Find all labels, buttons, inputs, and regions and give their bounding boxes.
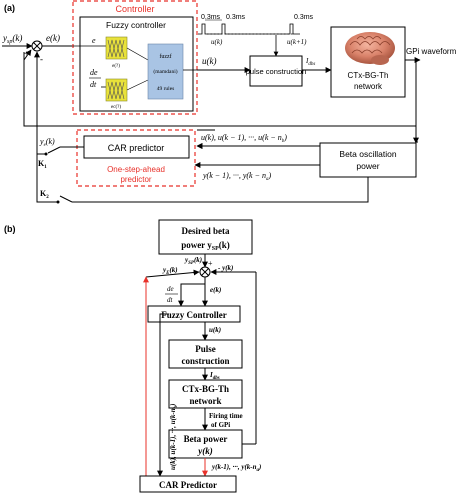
- desired-beta-box[interactable]: [158, 219, 253, 255]
- car-predictor-label: CAR predictor: [108, 143, 165, 153]
- mf-ec-caption: ec(?): [111, 105, 121, 110]
- car-predictor-box-b[interactable]: [139, 475, 237, 493]
- y-history-label-b: y(k-1), ···, y(k-na): [211, 463, 261, 473]
- network-label-line1: CTx-BG-Th: [348, 71, 389, 80]
- firing-line2: of GPi: [211, 421, 230, 429]
- rule-base-count: 49 rules: [157, 86, 175, 92]
- mf-e-to-rules: [126, 47, 149, 61]
- mf-input-de: de: [90, 68, 98, 77]
- net-line2-b: network: [190, 396, 222, 406]
- beta-power-box-b[interactable]: [168, 429, 243, 459]
- car-dashed-label-2: predictor: [120, 175, 151, 184]
- desired-beta-line1: Desired beta: [181, 226, 230, 236]
- plus-sign-b: +: [208, 259, 213, 268]
- idbs-label-a: Idbs: [305, 57, 315, 67]
- beta-line1-b: Beta power: [184, 434, 228, 444]
- panel-a-label: (a): [4, 3, 15, 13]
- sum-minus-sign: -: [40, 54, 43, 64]
- controller-title: Controller: [115, 4, 154, 14]
- mf-input-dt: dt: [90, 80, 97, 89]
- beta-to-k2-wire: [320, 177, 369, 203]
- ye-into-sum: [145, 269, 200, 278]
- error-label: e(k): [46, 33, 60, 43]
- switch-k2[interactable]: [56, 195, 73, 204]
- pulse-line1-b: Pulse: [195, 344, 216, 354]
- left-feedback-rail: [36, 153, 58, 203]
- idbs-label-b: Idbs: [209, 371, 220, 381]
- y-history-label: y(k − 1), ···, y(k − na): [202, 171, 272, 182]
- rule-base-type: (mamdani): [153, 68, 177, 75]
- uk-label-b: u(k): [209, 326, 221, 334]
- u-history-vertical-label: u(k), u(k-1), ···, u(k-nb): [169, 404, 179, 470]
- pulse-train: [198, 19, 300, 35]
- de-branch: [178, 283, 205, 307]
- mf-e-caption: e(?): [112, 64, 120, 69]
- ysp-input-label: ysp(k): [2, 33, 22, 45]
- brain-icon: [345, 32, 395, 65]
- beta-line2-b: y(k): [197, 446, 213, 456]
- fuzzy-controller-label-b: Fuzzy Controller: [161, 310, 227, 320]
- main-feedback-loop: [23, 52, 416, 127]
- firing-line1: Firing time: [209, 412, 243, 420]
- ye-label-a: ye(k): [39, 137, 55, 148]
- timing-label-1: 0.3ms: [201, 14, 221, 21]
- gpi-waveform-label: GPi waveform: [406, 47, 457, 56]
- rule-base-name: fuzzf: [159, 53, 171, 60]
- pulse-construction-box-b[interactable]: [168, 339, 243, 369]
- u-history-rail-b: [157, 313, 169, 477]
- pulse-line2-b: construction: [182, 356, 230, 366]
- fuzzy-controller-box-b[interactable]: [147, 305, 241, 323]
- mf-block-e: [105, 36, 128, 60]
- beta-power-label-2: power: [356, 161, 379, 171]
- switch-k1-label: K1: [38, 159, 47, 170]
- timing-label-2: 0.3ms: [226, 14, 246, 21]
- timing-label-3: 0.3ms: [294, 14, 314, 21]
- pulse-u-k: u(k): [211, 38, 223, 46]
- network-label-line2: network: [354, 82, 383, 91]
- car-dashed-frame: [76, 129, 196, 187]
- switch-k2-label: K2: [40, 189, 49, 200]
- dt-den: dt: [167, 296, 174, 304]
- pulse-construction-box: [249, 55, 303, 87]
- de-num: de: [167, 285, 174, 293]
- main-feedback-arrow: [23, 49, 32, 61]
- summing-junction-a: [31, 40, 43, 52]
- rule-base-box: [147, 43, 184, 100]
- u-history-label: u(k), u(k − 1), ···, u(k − nb): [201, 133, 287, 144]
- fuzzy-controller-title: Fuzzy controller: [106, 20, 166, 30]
- net-line1-b: CTx-BG-Th: [182, 384, 229, 394]
- pulse-u-k-plus-1: u(k+1): [287, 38, 307, 46]
- control-output-label: u(k): [202, 56, 217, 66]
- switch-k1[interactable]: [44, 146, 61, 156]
- beta-power-box-a: [319, 142, 417, 178]
- ysp-label-b: ySP(k): [184, 256, 202, 266]
- car-predictor-label-b: CAR Predictor: [159, 480, 217, 490]
- ek-label-b: e(k): [210, 286, 221, 294]
- pulse-construction-label: pulse construction: [246, 67, 306, 76]
- car-dashed-label-1: One-step-ahead: [107, 165, 165, 174]
- minus-y-label: - y(k): [218, 264, 233, 272]
- panel-b-label: (b): [4, 224, 16, 234]
- mf-ec-to-rules: [126, 79, 149, 91]
- beta-power-label-1: Beta oscillation: [339, 149, 396, 159]
- mf-block-ec: [105, 78, 128, 102]
- desired-beta-line2: power ySP(k): [181, 240, 230, 252]
- ye-label-b: yE(k): [162, 266, 178, 276]
- mf-input-e: e: [92, 36, 96, 45]
- summing-junction-b: [199, 266, 211, 278]
